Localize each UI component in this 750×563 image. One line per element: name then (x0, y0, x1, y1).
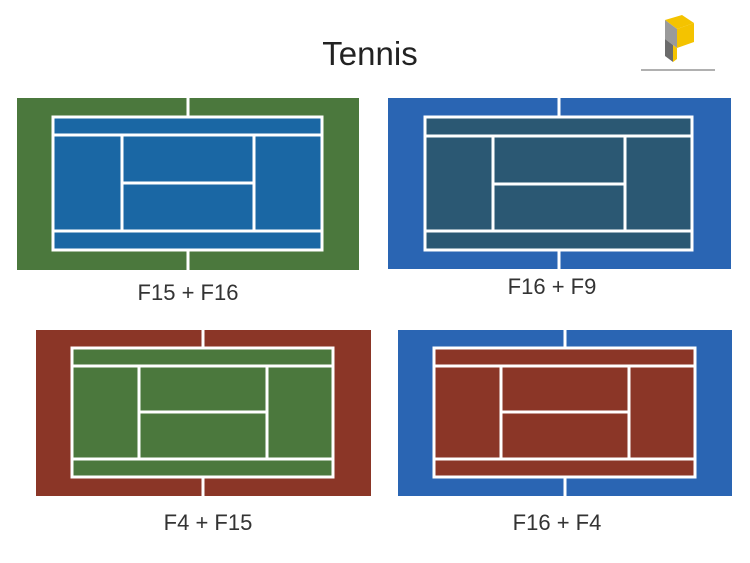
logo-left-face (665, 20, 677, 48)
court-4-label: F16 + F4 (512, 510, 602, 535)
logo-right-face (677, 23, 694, 48)
court-3-label: F4 + F15 (163, 510, 253, 535)
court-lines (432, 330, 697, 496)
court-lines (51, 98, 324, 270)
court-lines (423, 98, 694, 269)
logo-lower-face (665, 39, 673, 62)
court-2 (388, 98, 731, 269)
logo-caption-mark (641, 69, 715, 71)
brand-logo (641, 15, 715, 71)
logo-top-face (665, 15, 694, 29)
page-title: Tennis (322, 35, 418, 72)
court-4 (398, 330, 732, 496)
court-1 (17, 98, 359, 270)
court-lines (70, 330, 335, 496)
court-1-label: F15 + F16 (137, 280, 239, 305)
court-2-label: F16 + F9 (507, 274, 597, 299)
logo-lower-accent (673, 45, 677, 62)
court-3 (36, 330, 371, 496)
